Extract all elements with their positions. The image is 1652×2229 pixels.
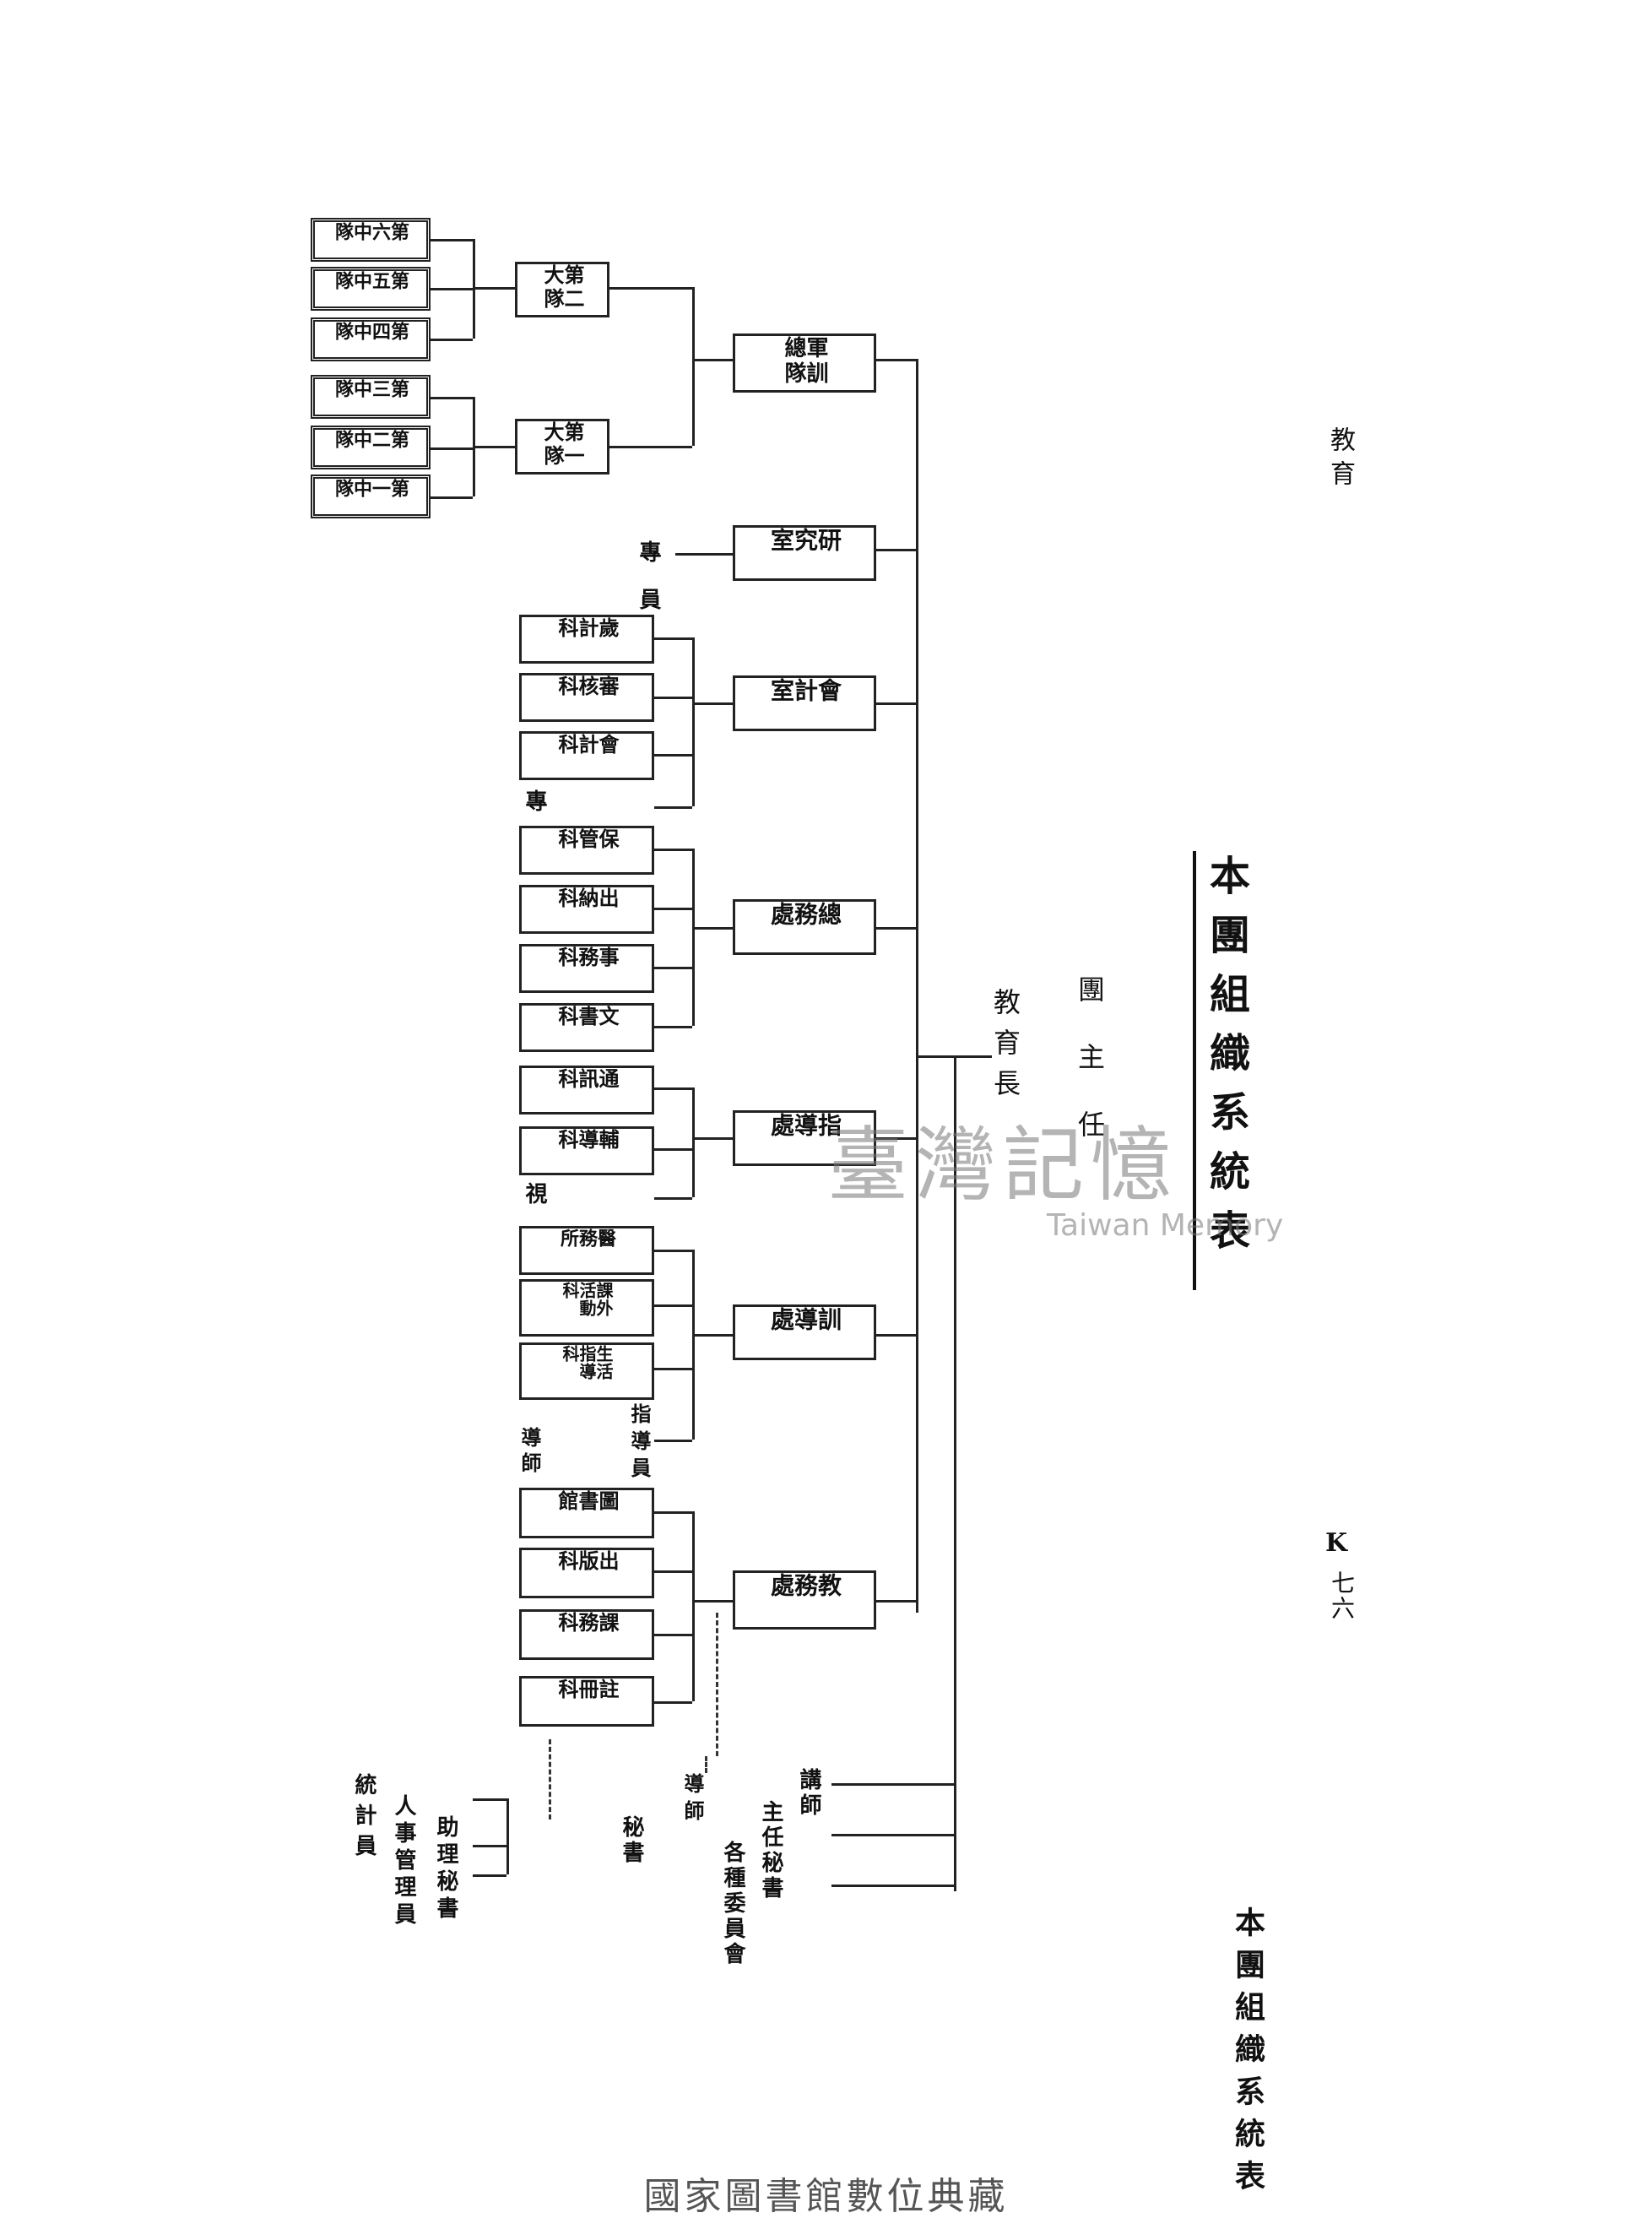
training-section-box: 醫務所 xyxy=(519,1226,654,1275)
academic-section-box: 課務科 xyxy=(519,1609,654,1660)
main-trunk xyxy=(916,359,918,1613)
chapter-label: 教育 xyxy=(1325,426,1355,494)
academic-dept-box: 教務處 xyxy=(733,1570,876,1630)
staff-label: 統計員 xyxy=(351,1773,376,1864)
staff-label: 人事管理員 xyxy=(391,1794,416,1929)
staff-label: 助理秘書 xyxy=(433,1815,458,1923)
company-box: 第二中隊 xyxy=(311,426,431,469)
accounting-section-box: 歲計科 xyxy=(519,615,654,664)
watermark-logo: 臺灣記憶 Taiwan Memory xyxy=(827,1118,1284,1243)
staff-trunk xyxy=(954,1055,956,1891)
general-section-box: 保管科 xyxy=(519,826,654,875)
footer-credit: 國家圖書館數位典藏 xyxy=(643,2175,1009,2218)
dashed-link xyxy=(549,1739,551,1820)
company-box: 第一中隊 xyxy=(311,475,431,518)
general-section-box: 事務科 xyxy=(519,944,654,993)
training-section-box: 生活指導科 xyxy=(519,1342,654,1400)
training-dept-box: 訓導處 xyxy=(733,1304,876,1360)
chart-title: 本團組織系統表 xyxy=(1202,854,1249,1268)
guidance-dept-box: 指導處 xyxy=(733,1110,876,1166)
title-rule xyxy=(1193,851,1196,1290)
company-box: 第六中隊 xyxy=(311,218,431,262)
training-section-box: 課外活動科 xyxy=(519,1279,654,1337)
general-section-box: 文書科 xyxy=(519,1003,654,1052)
general-affairs-box: 總務處 xyxy=(733,899,876,955)
academic-section-box: 註冊科 xyxy=(519,1676,654,1727)
training-staff-label: 指導員 xyxy=(627,1403,652,1484)
academic-section-box: 圖書館 xyxy=(519,1488,654,1538)
company-box: 第四中隊 xyxy=(311,317,431,361)
accounting-section-box: 會計科 xyxy=(519,731,654,780)
company-box: 第五中隊 xyxy=(311,267,431,311)
battalion-1-box: 第一大隊 xyxy=(515,419,609,475)
dashed-link xyxy=(716,1613,718,1756)
cadet-corps-box: 軍訓總隊 xyxy=(733,334,876,393)
role-committees: 各種委員會 xyxy=(720,1841,745,1967)
company-box: 第三中隊 xyxy=(311,375,431,419)
secretary-label: 秘書 xyxy=(619,1815,644,1866)
battalion-2-box: 第二大隊 xyxy=(515,262,609,317)
branch-line xyxy=(831,1834,954,1836)
page-number: 七六 xyxy=(1328,1570,1356,1621)
accounting-office-box: 會計室 xyxy=(733,675,876,731)
training-staff2-label: 導師 xyxy=(517,1427,542,1478)
academic-staff-label: 導師 xyxy=(680,1773,705,1827)
guidance-section-box: 通訊科 xyxy=(519,1066,654,1114)
branch-line xyxy=(831,1885,954,1887)
role-lecturer: 講師 xyxy=(796,1768,821,1819)
page-letter: K xyxy=(1325,1528,1348,1558)
branch-line xyxy=(831,1783,954,1786)
deputy-label: 教育長 xyxy=(989,988,1021,1109)
side-title: 本團組織系統表 xyxy=(1230,1906,1265,2202)
general-section-box: 出納科 xyxy=(519,885,654,934)
guidance-section-box: 輔導科 xyxy=(519,1126,654,1175)
accounting-section-box: 審核科 xyxy=(519,673,654,722)
role-chief-secretary: 主任秘書 xyxy=(758,1800,783,1901)
director-label: 團主任 xyxy=(1074,975,1106,1178)
dashed-link xyxy=(705,1756,707,1773)
academic-section-box: 出版科 xyxy=(519,1548,654,1598)
research-office-box: 研究室 xyxy=(733,525,876,581)
